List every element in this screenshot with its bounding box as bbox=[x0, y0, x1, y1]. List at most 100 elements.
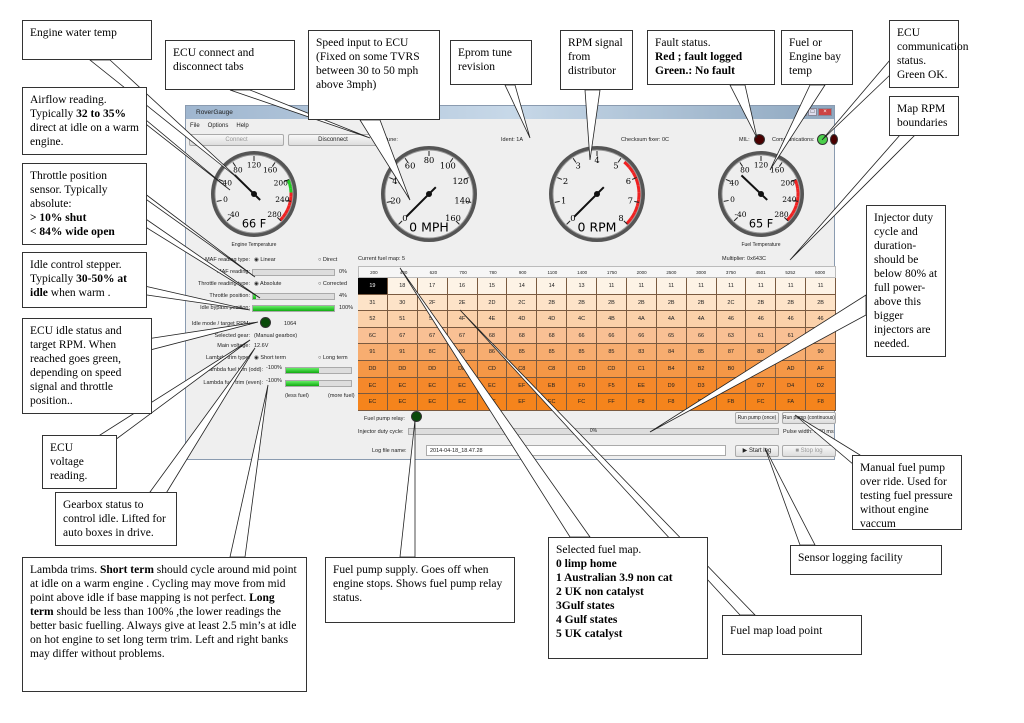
fuel-map-cell: 2B bbox=[776, 294, 807, 312]
gauge-redline-segment bbox=[286, 204, 291, 211]
fuel-map-cell: EC bbox=[447, 377, 478, 395]
maf-direct-radio[interactable]: ○ Direct bbox=[318, 257, 338, 263]
fuel-map-cell: C1 bbox=[626, 360, 657, 378]
gauge-tick bbox=[286, 199, 292, 202]
gauge-tick-label: 120 bbox=[754, 161, 769, 170]
menu-help[interactable]: Help bbox=[236, 123, 249, 129]
airflow-text-1: Airflow reading. Typically bbox=[30, 94, 107, 120]
callout-fuel-temp: Fuel or Engine bay temp bbox=[781, 30, 853, 85]
fuel-map-cell: 66 bbox=[567, 327, 597, 345]
rpm-header-cell: 1400 bbox=[577, 270, 588, 275]
log-file-input[interactable]: 2014-04-18_18.47.28 bbox=[426, 445, 726, 456]
fuel-map-cell: 68 bbox=[537, 327, 568, 345]
fuel-map-cell: DD bbox=[387, 360, 418, 378]
fuel-map-cell: 61 bbox=[746, 327, 777, 345]
fuel-map-cell: 51 bbox=[387, 311, 418, 328]
fuel-map-cell: EC bbox=[358, 394, 388, 411]
fuel-map-cell: FA bbox=[776, 394, 807, 411]
fuel-map-cell: 2B bbox=[656, 294, 687, 312]
callout-logging: Sensor logging facility bbox=[790, 545, 942, 575]
engine-temperature-label: Engine Temperature bbox=[231, 242, 277, 248]
start-log-button[interactable]: ▶ Start log bbox=[735, 445, 779, 457]
fuel-map-cell: CD bbox=[597, 360, 627, 378]
fuel-map-cell: 66 bbox=[686, 327, 717, 345]
fuel-map-cell: EF bbox=[507, 394, 538, 411]
fuel-map-cell: 91 bbox=[358, 344, 388, 361]
callout-idle-stepper: Idle control stepper. Typically 30-50% a… bbox=[22, 252, 147, 308]
gauge-tick-label: 40 bbox=[729, 178, 739, 187]
fuel-map-cell: EC bbox=[537, 394, 568, 411]
rpm-header-cell: 400 bbox=[399, 270, 408, 275]
less-fuel-label: (less fuel) bbox=[285, 393, 309, 399]
rpm-header-cell: 2000 bbox=[636, 270, 647, 275]
current-fuel-map-label: Current fuel map: 5 bbox=[358, 256, 406, 262]
connect-button[interactable]: Connect bbox=[189, 134, 284, 146]
fuel-map-cell: 8C bbox=[417, 344, 448, 361]
gauge-tick-label: -40 bbox=[734, 210, 746, 219]
fuel-map-cell: 11 bbox=[746, 278, 777, 295]
gauge-tick bbox=[566, 220, 571, 225]
menu-file[interactable]: File bbox=[190, 123, 200, 129]
gauge-tick bbox=[455, 220, 460, 225]
fuel-map-cell: 31 bbox=[358, 294, 388, 312]
stop-log-text: Stop log bbox=[800, 448, 823, 454]
fuel-map-cell: B0 bbox=[716, 360, 747, 378]
gauge-tick-label: 0 bbox=[730, 195, 735, 204]
fuel-map-cell: 4A bbox=[626, 311, 657, 328]
close-button[interactable]: × bbox=[818, 108, 832, 116]
maf-linear-radio[interactable]: ◉ Linear bbox=[254, 257, 276, 263]
fuel-map-cell: 16 bbox=[447, 278, 478, 295]
fuel-map-cell: EC bbox=[417, 377, 448, 395]
gauge-tick-label: 120 bbox=[452, 176, 468, 186]
throttle-absolute-text: Absolute bbox=[260, 281, 282, 287]
injector-duty-bar: 0% bbox=[408, 428, 779, 435]
disconnect-button[interactable]: Disconnect bbox=[288, 134, 378, 146]
fuel-map-cell: 2B bbox=[746, 294, 777, 312]
throttle-bar bbox=[252, 293, 335, 300]
lambda-long-radio[interactable]: ○ Long term bbox=[318, 355, 348, 361]
gauge-tick bbox=[733, 216, 739, 222]
gauge-hub bbox=[426, 191, 432, 197]
gauge-tick bbox=[723, 199, 729, 202]
lambda-text-5: should be less than 100% ,the lower read… bbox=[30, 606, 297, 660]
fuel-map-cell: 14 bbox=[537, 278, 568, 295]
gauge-tick-label: 200 bbox=[274, 178, 289, 187]
mil-label: MIL: bbox=[739, 137, 750, 143]
menu-options[interactable]: Options bbox=[207, 123, 229, 129]
gauge-redline-segment bbox=[788, 212, 794, 218]
gauge-hub bbox=[251, 191, 257, 197]
fuel-map-cell: EC bbox=[417, 394, 448, 411]
lambda-short-radio[interactable]: ◉ Short term bbox=[254, 355, 287, 361]
fuel-map-cell: 4A bbox=[686, 311, 717, 328]
gauge-redline-segment bbox=[793, 179, 799, 185]
stop-log-button[interactable]: ■ Stop log bbox=[782, 445, 836, 457]
gauge-tick-label: 1 bbox=[561, 195, 566, 205]
start-log-text: Start log bbox=[748, 448, 772, 454]
fuel-map-cell: EC bbox=[387, 377, 418, 395]
rpm-header-cell: 1750 bbox=[606, 270, 617, 275]
fuel-map-cell: 2B bbox=[597, 294, 627, 312]
fuel-map-cell: F0 bbox=[567, 377, 597, 395]
throttle-label: Throttle position: bbox=[209, 293, 250, 299]
gauge-tick-label: 200 bbox=[781, 178, 796, 187]
run-pump-once-button[interactable]: Run pump (once) bbox=[735, 412, 779, 424]
throttle-absolute-radio[interactable]: ◉ Absolute bbox=[254, 281, 282, 287]
fuel-map-option: 5 UK catalyst bbox=[556, 628, 623, 640]
rpm-header-cell: 6000 bbox=[815, 270, 826, 275]
throttle-corrected-radio[interactable]: ○ Corrected bbox=[318, 281, 348, 287]
gauge-tick-label: 160 bbox=[770, 165, 785, 174]
fuel-map-cell: FF bbox=[597, 394, 627, 411]
idle-text-3: when warm . bbox=[47, 287, 111, 299]
maximize-button[interactable]: □ bbox=[808, 108, 817, 116]
run-pump-continuous-button[interactable]: Run pump (continuous) bbox=[782, 412, 836, 424]
fuel-map-cell: 46 bbox=[776, 311, 807, 328]
gauge-tick-label: 0 bbox=[223, 195, 228, 204]
lambda-text-2: Short term bbox=[99, 564, 154, 576]
minimize-button[interactable]: – bbox=[798, 108, 807, 116]
more-fuel-label: (more fuel) bbox=[328, 393, 355, 399]
fuel-map-cell: D3 bbox=[686, 377, 717, 395]
